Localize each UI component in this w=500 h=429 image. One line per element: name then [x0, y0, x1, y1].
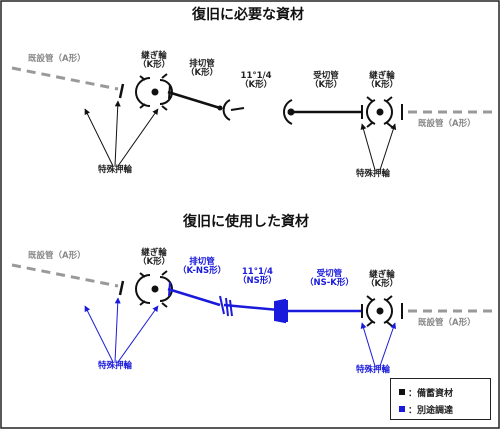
- bottom-bend-angle: 11°1/4: [241, 267, 273, 277]
- special-push-ring-left-b: [118, 280, 125, 296]
- joint-ring-left-b: [135, 270, 173, 308]
- bottom-receiving-name: 受切管: [316, 269, 343, 279]
- bend-top: [222, 99, 245, 121]
- top-existing-right-label: 既設管（A形）: [418, 119, 476, 129]
- arrow-push-right-2: [379, 123, 397, 171]
- bottom-cut-pipe-label: 排切管 （K-NS形）: [178, 257, 227, 277]
- arrow-push-left-b2: [114, 297, 121, 363]
- top-cut-pipe-name: 排切管: [189, 59, 215, 69]
- legend-stock-swatch: [399, 389, 405, 395]
- bottom-joint-left-label: 継ぎ輪 （K形）: [138, 248, 171, 268]
- legend: ：備蓄資材 ：別途調達: [390, 378, 491, 420]
- cut-pipe-bottom: [167, 287, 221, 307]
- top-joint-right-label: 継ぎ輪 （K形）: [366, 71, 399, 91]
- bottom-bend-label: 11°1/4 （NS形）: [238, 267, 277, 287]
- legend-separate: ：別途調達: [399, 403, 453, 416]
- bottom-joint-right-name: 継ぎ輪: [369, 270, 395, 280]
- bottom-push-ring-left-label: 特殊押輪: [98, 361, 133, 371]
- joint-ring-right: [366, 96, 403, 128]
- cut-pipe-flange-top: [168, 84, 171, 100]
- bottom-joint-right-type: （K形）: [366, 279, 399, 290]
- bottom-joint-left-type: （K形）: [138, 257, 171, 268]
- top-cut-pipe-label: 排切管 （K形）: [186, 59, 219, 79]
- bottom-diagram: [11, 263, 492, 367]
- special-push-ring-left: [118, 83, 125, 99]
- top-joint-left-name: 継ぎ輪: [141, 51, 167, 61]
- top-joint-left-label: 継ぎ輪 （K形）: [138, 51, 171, 71]
- cut-pipe-top: [167, 90, 221, 110]
- arrow-push-left-b3: [117, 305, 159, 363]
- top-existing-left-label: 既設管（A形）: [28, 54, 86, 64]
- legend-stock: ：備蓄資材: [399, 386, 453, 399]
- bottom-existing-right-label: 既設管（A形）: [418, 318, 476, 328]
- top-receiving-label: 受切管 （K形）: [310, 71, 343, 91]
- cut-pipe-flange-bottom: [168, 281, 171, 297]
- bottom-existing-left-label: 既設管（A形）: [28, 251, 86, 261]
- arrow-push-right-b1: [360, 322, 376, 367]
- arrow-push-left-b1: [84, 305, 114, 363]
- bottom-receiving-label: 受切管 （NS-K形）: [305, 269, 354, 289]
- bottom-joint-right-label: 継ぎ輪 （K形）: [366, 270, 399, 290]
- arrow-push-left-2: [114, 100, 121, 167]
- joint-ring-left: [135, 73, 173, 111]
- top-receiving-name: 受切管: [313, 71, 339, 81]
- top-bend-label: 11°1/4 （K形）: [240, 71, 273, 91]
- top-diagram: [11, 66, 492, 171]
- legend-separate-swatch: [399, 406, 405, 412]
- joint-ring-right-b: [366, 295, 403, 327]
- existing-pipe-left-b: [11, 263, 119, 288]
- bottom-bend-type: （NS形）: [238, 276, 277, 287]
- top-joint-right-type: （K形）: [366, 80, 399, 91]
- existing-pipe-left: [11, 66, 119, 91]
- bottom-title: 復旧に使用した資材: [183, 214, 309, 230]
- top-push-ring-right-label: 特殊押輪: [356, 169, 391, 179]
- legend-stock-text: ：備蓄資材: [408, 389, 454, 399]
- bottom-cut-pipe-name: 排切管: [189, 257, 215, 267]
- top-title: 復旧に必要な資材: [192, 7, 304, 23]
- arrow-push-left-1: [84, 108, 114, 167]
- top-joint-left-type: （K形）: [138, 60, 171, 71]
- bottom-push-ring-right-label: 特殊押輪: [356, 365, 391, 375]
- arrow-push-left-3: [117, 108, 159, 167]
- legend-separate-text: ：別途調達: [408, 406, 454, 416]
- arrow-push-right-b2: [379, 322, 397, 367]
- arrow-push-right-1: [360, 123, 376, 171]
- bottom-receiving-type: （NS-K形）: [305, 278, 354, 289]
- top-bend-angle: 11°1/4: [240, 71, 272, 81]
- bottom-joint-left-name: 継ぎ輪: [141, 248, 167, 258]
- receiving-pipe-top: [283, 99, 363, 125]
- top-bend-type: （K形）: [240, 80, 273, 91]
- cut-pipe-end-top: [217, 105, 223, 111]
- top-receiving-type: （K形）: [310, 80, 343, 91]
- top-joint-right-name: 継ぎ輪: [369, 71, 395, 81]
- top-cut-pipe-type: （K形）: [186, 68, 219, 79]
- top-push-ring-left-label: 特殊押輪: [98, 165, 133, 175]
- bend-bottom: [219, 295, 288, 324]
- bottom-cut-pipe-type: （K-NS形）: [178, 266, 227, 277]
